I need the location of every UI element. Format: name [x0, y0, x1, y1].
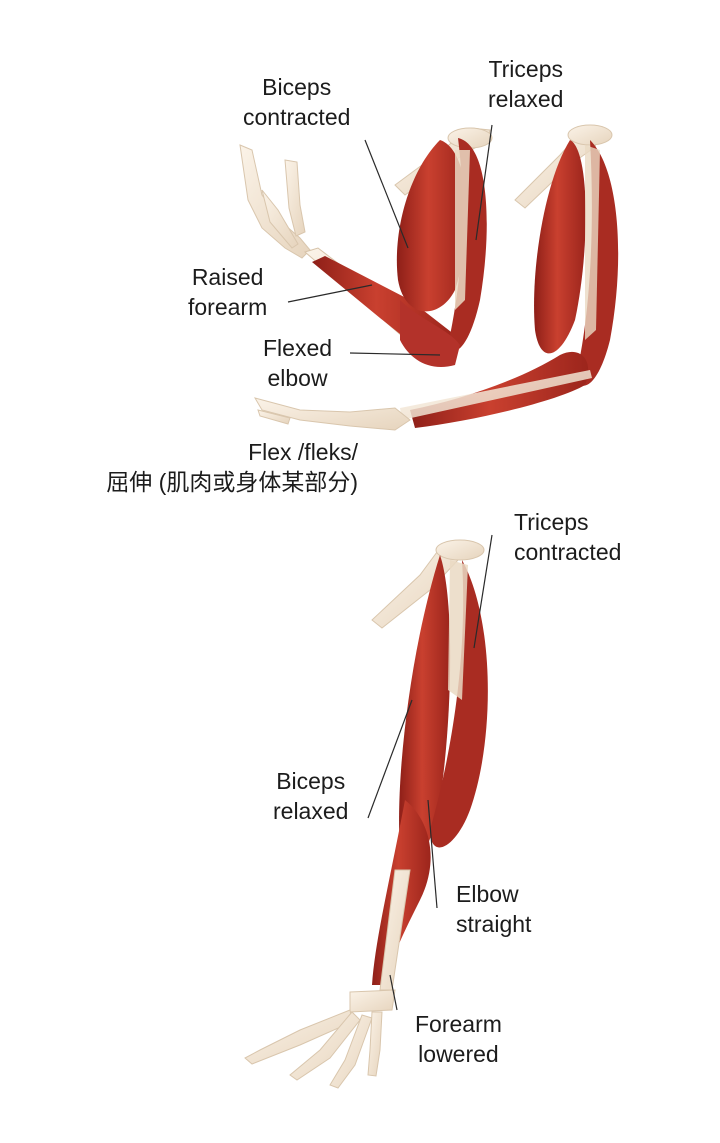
- leader-biceps-relaxed: [367, 699, 413, 819]
- top-right-shoulder-joint: [567, 124, 613, 146]
- leader-flexed-elbow: [349, 352, 441, 356]
- leader-elbow-straight: [427, 799, 438, 909]
- flexed-arm-shoulder-joint: [447, 127, 493, 149]
- leader-raised-forearm: [287, 284, 373, 303]
- leader-forearm-lowered: [389, 974, 398, 1011]
- straight-arm-illustration: [244, 539, 488, 1089]
- leader-triceps-relaxed: [475, 124, 493, 241]
- label-raised-forearm: Raised forearm: [188, 264, 268, 320]
- label-flexed-elbow: Flexed elbow: [263, 335, 333, 391]
- flexed-arm-hand: [239, 144, 311, 259]
- label-triceps-relaxed: Triceps relaxed: [488, 56, 564, 112]
- bottom-biceps: [399, 555, 451, 862]
- label-forearm-lowered: Forearm lowered: [415, 1011, 502, 1067]
- label-biceps-relaxed: Biceps relaxed: [273, 768, 349, 824]
- flexed-arm-illustration: [239, 127, 493, 368]
- bottom-shoulder-joint: [435, 539, 485, 561]
- label-biceps-contracted: Biceps contracted: [243, 74, 351, 130]
- label-elbow-straight: Elbow straight: [456, 881, 532, 937]
- caption-flex: Flex /fleks/ 屈伸 (肌肉或身体某部分): [62, 437, 358, 497]
- flexed-arm-elbow: [400, 300, 460, 368]
- caption-flex-chinese: 屈伸 (肌肉或身体某部分): [106, 469, 358, 495]
- caption-flex-word: Flex /fleks/: [248, 439, 358, 465]
- leader-triceps-contracted: [473, 534, 493, 649]
- leader-biceps-contracted: [364, 139, 409, 249]
- top-right-biceps: [534, 140, 586, 354]
- bottom-hand: [244, 989, 396, 1089]
- leader-lines: [287, 124, 493, 1011]
- top-right-hand: [253, 397, 411, 431]
- label-triceps-contracted: Triceps contracted: [514, 509, 622, 565]
- extended-arm-top-illustration: [253, 124, 619, 431]
- flexed-arm-biceps: [396, 140, 467, 312]
- bottom-triceps: [430, 560, 488, 848]
